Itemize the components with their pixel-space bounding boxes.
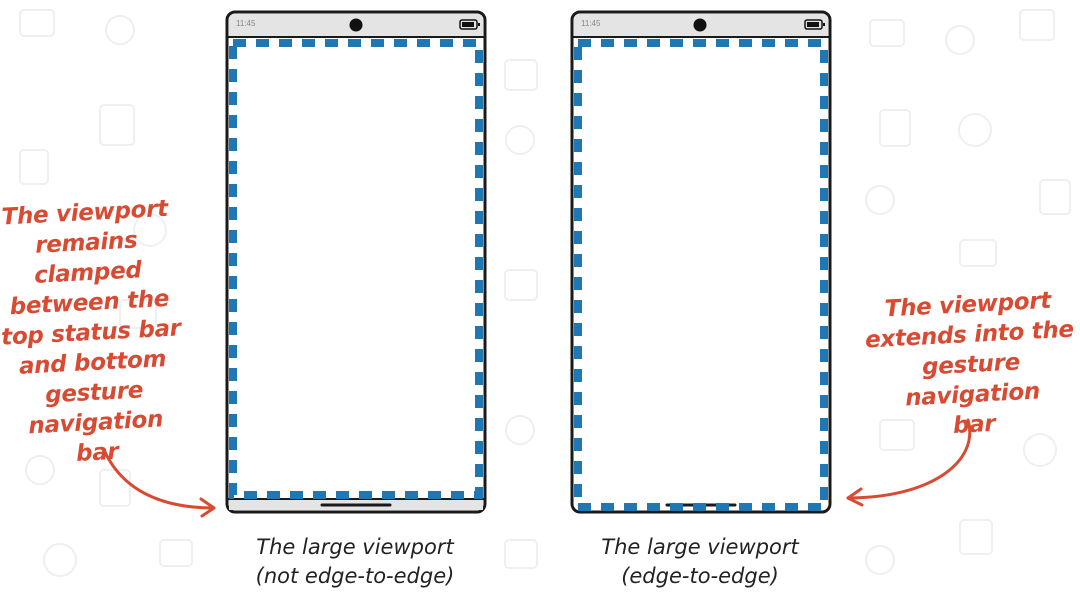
arrow-right-head [846, 487, 864, 507]
annotation-clamped-viewport: The viewport remains clamped between the… [0, 195, 182, 467]
arrow-left-shaft [103, 450, 216, 510]
status-time: 11:45 [236, 19, 256, 28]
caption-line: (edge-to-edge) [621, 564, 779, 588]
caption-not-edge-to-edge: The large viewport (not edge-to-edge) [215, 533, 495, 591]
status-time: 11:45 [581, 19, 601, 28]
arrow-right-shaft [846, 418, 972, 500]
phone-body [225, 10, 487, 514]
phone-not-edge-to-edge [225, 10, 487, 514]
curved-arrow-icon [103, 418, 972, 518]
caption-line: (not edge-to-edge) [255, 564, 455, 588]
caption-line: The large viewport [601, 535, 799, 559]
battery-icon [459, 19, 480, 30]
phone-body [570, 10, 832, 514]
arrow-left-head [199, 497, 216, 518]
viewport-dashed-outline [574, 39, 828, 511]
camera-dot-icon [693, 18, 707, 32]
caption-line: The large viewport [256, 535, 454, 559]
battery-icon [804, 19, 825, 30]
caption-edge-to-edge: The large viewport (edge-to-edge) [560, 533, 840, 591]
doodle-pattern-icon [19, 9, 1071, 577]
annotation-extended-viewport: The viewport extends into the gesture na… [864, 287, 1075, 440]
phone-edge-to-edge [570, 10, 832, 514]
viewport-dashed-outline [229, 39, 483, 499]
camera-dot-icon [349, 18, 363, 32]
